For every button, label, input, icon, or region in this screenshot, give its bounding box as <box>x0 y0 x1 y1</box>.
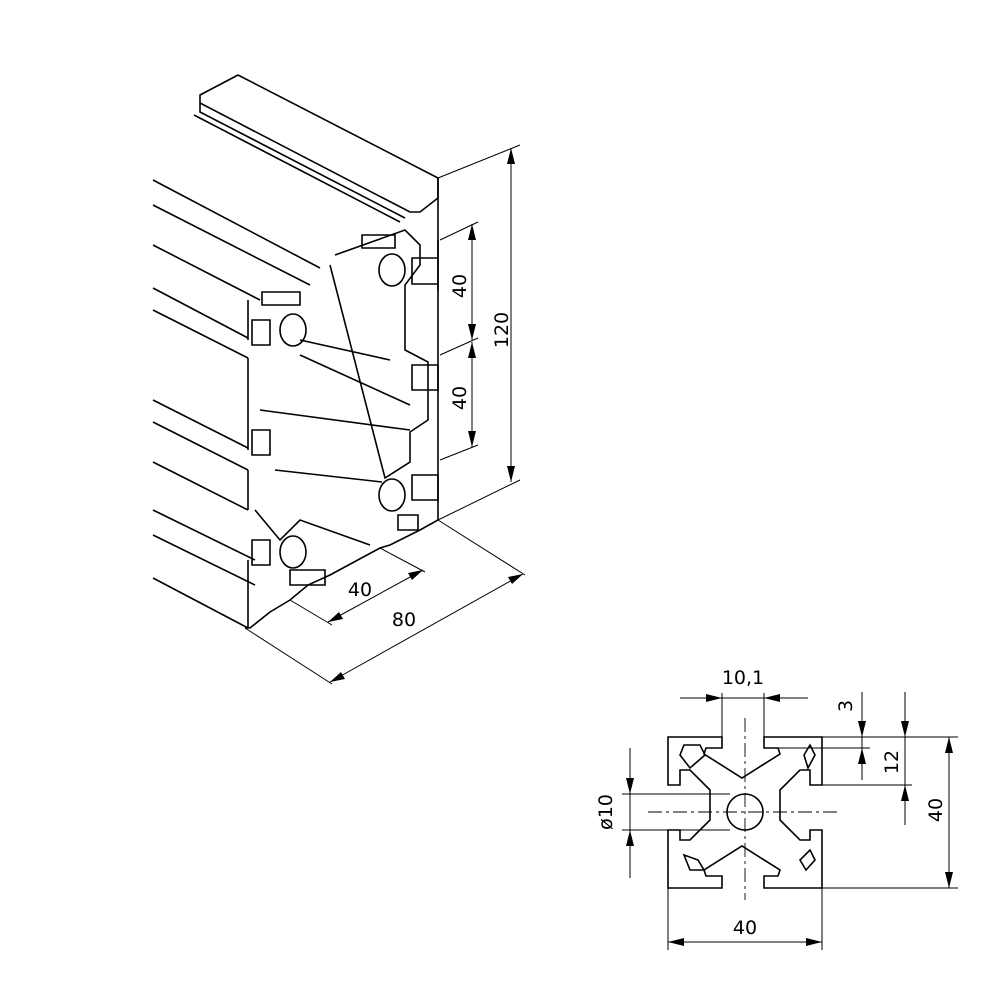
section-dimensions <box>622 692 958 950</box>
cross-section <box>648 718 838 900</box>
dim-section-width: 40 <box>733 917 757 939</box>
dim-slot-height: 12 <box>881 750 903 774</box>
dim-slot-width: 10,1 <box>722 667 764 689</box>
dim-section-height: 40 <box>925 798 947 822</box>
dim-40-iso: 40 <box>348 579 372 601</box>
dim-slot-depth: 3 <box>835 700 857 712</box>
isometric-profile <box>152 74 439 629</box>
dim-120: 120 <box>491 312 513 348</box>
dim-bore: ø10 <box>595 794 617 830</box>
iso-dimensions <box>244 144 526 685</box>
dim-80-iso: 80 <box>392 609 416 631</box>
dim-40-upper: 40 <box>449 274 471 298</box>
dim-40-lower: 40 <box>449 386 471 410</box>
